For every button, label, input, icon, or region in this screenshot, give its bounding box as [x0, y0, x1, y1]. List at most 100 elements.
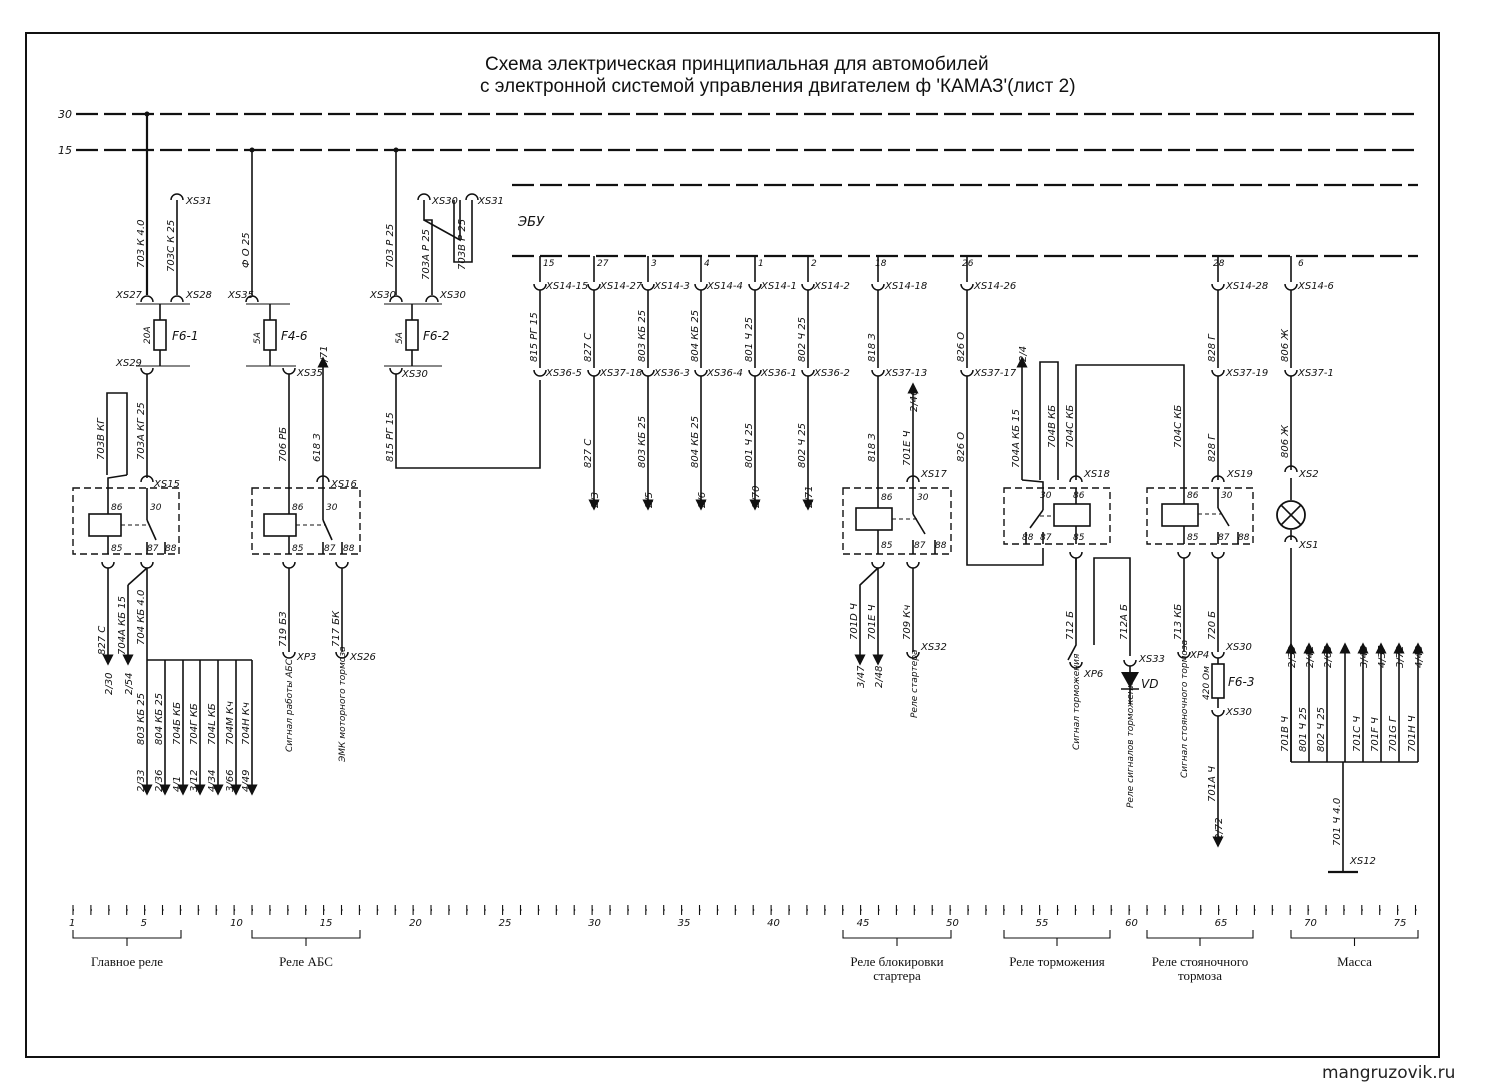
starter-conn: XS14-18 [884, 281, 927, 292]
starter-conn2: XS37-13 [884, 368, 927, 379]
scale-tick-label: 15 [320, 918, 333, 929]
starter-wire-701d: 701D Ч [849, 603, 860, 640]
ecu-pin-wire-label-2: 801 Ч 25 [744, 423, 755, 468]
park-conn2: XS37-19 [1225, 368, 1268, 379]
ecu-pin-connector: XS14-1 [760, 281, 797, 292]
abs-wire-706-label: 706 РБ [278, 427, 289, 462]
ground-wire: 806 Ж [1280, 328, 1291, 362]
ecu-pin-ref: 2/70 [751, 486, 762, 508]
scale-tick-label: 10 [230, 918, 243, 929]
abs-xs35-label: XS35 [227, 290, 254, 301]
sheet-frame [25, 32, 1440, 1058]
starter-wire-701e2: 701Е Ч [867, 604, 878, 640]
scale-tick-label: 60 [1125, 918, 1138, 929]
main-relay-section: 703 К 4.0 XS31 703С К 25 XS27 XS28 F6-1 … [72, 111, 258, 796]
abs-brake-label: ЭМК моторного тормоза [338, 646, 348, 763]
park-xs30: XS30 [1225, 642, 1252, 653]
ground-xs1: XS1 [1298, 540, 1319, 551]
scale-tick-label: 35 [678, 918, 691, 929]
wire-703b-label: 703В КГ [96, 417, 107, 460]
ground-fan-ref: 2/39 [1287, 646, 1298, 668]
brake-wire-712: 712 Б [1065, 611, 1076, 640]
starter-relay-section: 18 XS14-18 818 З XS37-13 818 З 2/46 701Е… [842, 256, 952, 718]
main-out-ref: 4/34 [207, 770, 218, 792]
scale-tick-label: 20 [409, 918, 422, 929]
main-out-ref: 3/66 [225, 770, 236, 792]
ecu-wire-703ap-label: 703А Р 25 [421, 229, 432, 280]
abs-pin87: 87 [324, 544, 336, 554]
starter-pin30: 30 [917, 493, 929, 503]
ecu-pin-ref: 2/3 [590, 492, 601, 508]
ref-254: 2/54 [124, 673, 135, 695]
park-wire-720: 720 Б [1207, 611, 1218, 640]
main-out-wire-label: 803 КБ 25 [136, 693, 147, 745]
brake-signal-label: Сигнал торможения [1072, 653, 1082, 750]
park-pin30: 30 [1221, 491, 1233, 501]
park-conn: XS14-28 [1225, 281, 1268, 292]
ground-fan-wire-label: 701С Ч [1352, 716, 1363, 752]
brake-relay-signals-label: Реле сигналов торможения [1126, 676, 1136, 808]
ground-fan-wire-label: 802 Ч 25 [1316, 707, 1327, 752]
scale-tick-label: 5 [141, 918, 147, 929]
xs27-label: XS27 [115, 290, 143, 301]
starter-ref-248: 2/48 [874, 666, 885, 688]
starter-relay-label: Реле стартера [910, 649, 920, 718]
ecu-pin-ref: 2/71 [804, 486, 815, 508]
ecu-pin-ref: 2/5 [644, 492, 655, 508]
starter-wire-701e: 701Е Ч [902, 430, 913, 466]
main-pin88: 88 [165, 544, 177, 554]
starter-pin86: 86 [881, 493, 893, 503]
brake-pin86: 86 [1073, 491, 1085, 501]
abs-pin30: 30 [326, 503, 338, 513]
ecu-pin-number: 27 [597, 259, 609, 269]
park-xp4: XP4 [1189, 650, 1209, 661]
park-wire2: 828 Г [1207, 433, 1218, 462]
main-out-wire-label: 704L КБ [207, 703, 218, 745]
ecu-pin-connector-2: XS36-4 [706, 368, 743, 379]
wire-703-label: 703 К 4.0 [136, 220, 147, 268]
scale-tick-label: 75 [1394, 918, 1407, 929]
brake-pin30: 30 [1040, 491, 1052, 501]
wire-704-label: 704 КБ 4.0 [136, 590, 147, 645]
ecu-pin-wire-label: 827 С [583, 333, 594, 362]
ground-fan-ref: 2/65 [1323, 646, 1334, 668]
f46-label: F4-6 [281, 329, 308, 343]
ecu-wire-703p-label: 703 Р 25 [385, 224, 396, 268]
scale-group-label: Главное реле [91, 954, 163, 969]
ecu-pin-wire-label-2: 802 Ч 25 [797, 423, 808, 468]
ecu-pin-wire-label-2: 827 С [583, 439, 594, 468]
ground-fan-ref: 4/48 [1414, 646, 1425, 668]
f62-label: F6-2 [423, 329, 450, 343]
wire-704a-label: 704А КБ 15 [117, 596, 128, 655]
main-out-ref: 3/12 [189, 770, 200, 792]
abs-xp3-label: XP3 [296, 652, 316, 663]
scale-group-label-2: тормоза [1178, 968, 1222, 983]
main-out-wire-label: 704Г КБ [189, 703, 200, 745]
abs-signal-label: Сигнал работы АБС [285, 658, 295, 752]
ground-fan-wire-label: 701G Г [1388, 715, 1399, 752]
main-pin86: 86 [111, 503, 123, 513]
scale-group-label: Реле торможения [1009, 954, 1105, 969]
abs-pin88: 88 [343, 544, 355, 554]
scale-group-label: Масса [1337, 954, 1372, 969]
ground-pin: 6 [1298, 259, 1304, 269]
starter-pin: 18 [875, 259, 887, 269]
main-pin85: 85 [111, 544, 123, 554]
starter-pin88: 88 [935, 541, 947, 551]
abs-wire-618-label: 618 З [312, 433, 323, 462]
ground-fan-ref: 2/42 [1305, 646, 1316, 668]
diagram-title-line2: с электронной системой управления двигат… [480, 76, 1076, 97]
scale-group-label: Реле АБС [279, 954, 333, 969]
brake-pin88: 88 [1022, 533, 1034, 543]
abs-relay-section: Ф О 25 XS35 F4-6 5А XS35 706 РБ 1/71 618… [227, 147, 376, 763]
starter-ref-347: 3/47 [856, 665, 867, 688]
wire-827-label: 827 С [97, 626, 108, 655]
scale-tick-label: 70 [1304, 918, 1317, 929]
ground-xs12: XS12 [1349, 856, 1376, 867]
